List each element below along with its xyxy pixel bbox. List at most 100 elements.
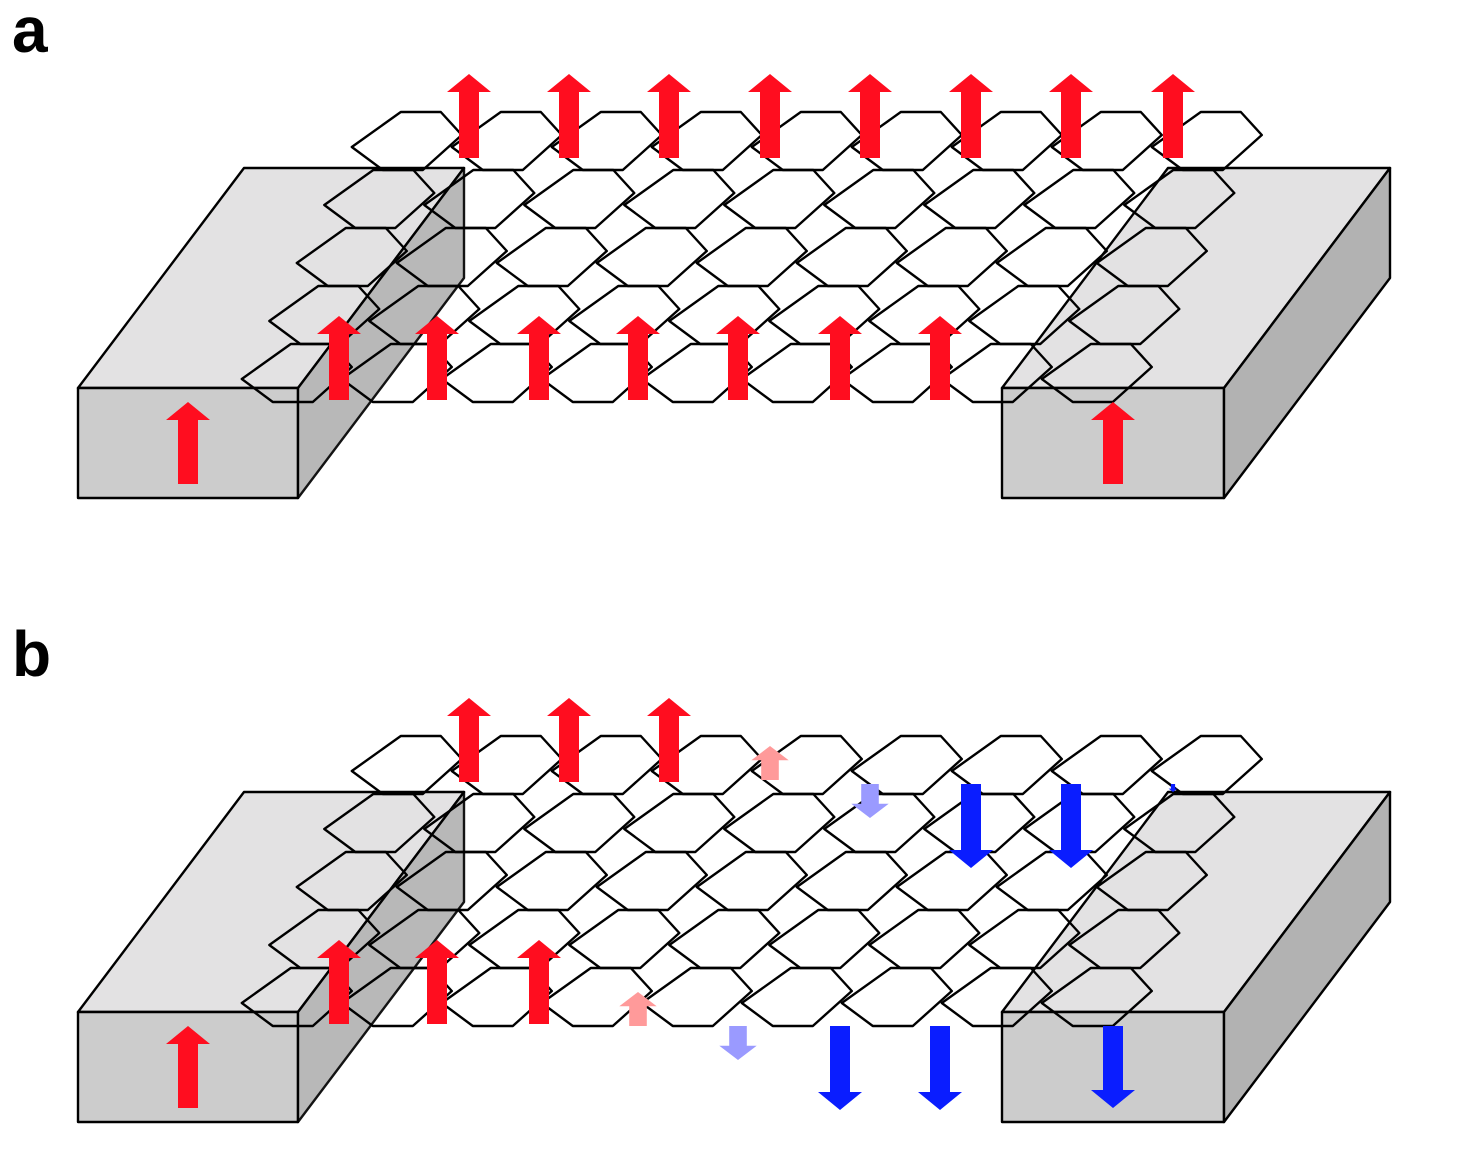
hexagon-cell: [995, 850, 1109, 912]
hexagon-cell: [968, 284, 1081, 346]
hexagon-cell: [323, 168, 436, 230]
front-row-spin-arrow: [619, 992, 657, 1026]
hexagon-cell: [950, 734, 1064, 796]
hexagon-cell: [750, 734, 863, 796]
front-row-spin-arrow: [818, 316, 862, 400]
hexagon-cell: [623, 168, 736, 230]
hexagon-cell: [1068, 284, 1181, 346]
hexagon-cell: [240, 342, 353, 404]
hexagon-cell: [340, 342, 453, 404]
hexagon-cell: [268, 284, 381, 346]
hexagon-cell: [695, 850, 808, 912]
hexagon-cell: [268, 908, 381, 970]
hexagon-cell: [1023, 168, 1136, 230]
hexagon-cell: [850, 734, 963, 796]
hexagon-cell: [768, 284, 881, 346]
back-row-spin-arrow: [748, 74, 792, 158]
hexagon-cell: [640, 342, 753, 404]
hexagon-cell: [940, 342, 1054, 404]
right-lead-side-face: [1222, 790, 1392, 1124]
back-row-spin-arrow: [851, 784, 889, 818]
hexagon-cell: [1150, 110, 1264, 172]
hexagon-cell: [1068, 908, 1181, 970]
hexagon-cell: [840, 342, 953, 404]
left-lead-side-face: [296, 166, 466, 500]
front-row-spin-arrow: [918, 1026, 962, 1110]
hexagon-cell: [295, 850, 408, 912]
hexagon-cell: [368, 908, 481, 970]
right-lead-magnetization-arrow: [1091, 402, 1135, 484]
back-row-spin-arrow: [1168, 784, 1178, 792]
hexagon-cell: [840, 966, 953, 1028]
graphene-lattice: [240, 110, 1264, 404]
back-row-spin-arrow: [1049, 74, 1093, 158]
left-lead-side-face: [296, 790, 466, 1124]
hexagon-cell: [595, 226, 708, 288]
hexagon-cell: [823, 792, 936, 854]
back-row-spin-arrow: [949, 784, 993, 868]
hexagon-cell: [495, 226, 608, 288]
hexagon-cell: [723, 168, 836, 230]
left-lead-magnetization-arrow: [166, 402, 210, 484]
front-row-spin-arrow: [517, 316, 561, 400]
hexagon-cell: [323, 792, 436, 854]
back-row-spin-arrow: [751, 746, 789, 780]
right-ferromagnetic-lead: [1000, 166, 1392, 500]
back-row-spin-arrow: [447, 698, 491, 782]
front-row-spin-arrow: [317, 316, 361, 400]
hexagon-cell: [740, 966, 853, 1028]
hexagon-cell: [895, 226, 1008, 288]
front-row-spin-arrow: [918, 316, 962, 400]
back-row-spin-arrow: [949, 74, 993, 158]
front-row-spin-arrow: [716, 316, 760, 400]
panel-b: [76, 698, 1392, 1124]
panel-a: [76, 74, 1392, 500]
hexagon-cell: [523, 168, 636, 230]
right-lead-magnetization-arrow: [1091, 1026, 1135, 1108]
hexagon-cell: [823, 168, 936, 230]
hexagon-cell: [1040, 966, 1154, 1028]
hexagon-cell: [395, 850, 508, 912]
hexagon-cell: [423, 792, 536, 854]
back-row-spin-arrow: [447, 74, 491, 158]
hexagon-cell: [995, 226, 1109, 288]
front-row-spin-arrow: [317, 940, 361, 1024]
hexagon-cell: [240, 966, 353, 1028]
hexagon-cell: [668, 284, 781, 346]
back-row-spin-arrow: [1049, 784, 1093, 868]
right-lead-side-face: [1222, 166, 1392, 500]
hexagon-cell: [1050, 110, 1164, 172]
graphene-lattice: [240, 734, 1264, 1028]
front-row-spin-arrow: [415, 940, 459, 1024]
hexagon-cell: [1123, 792, 1236, 854]
back-row-spin-arrow: [1151, 74, 1195, 158]
left-ferromagnetic-lead: [76, 166, 466, 500]
hexagon-cell: [923, 168, 1036, 230]
spin-arrows: [166, 74, 1195, 484]
hexagon-cell: [623, 792, 736, 854]
hexagon-cell: [940, 966, 1054, 1028]
hexagon-cell: [368, 284, 481, 346]
hexagon-cell: [1123, 168, 1236, 230]
front-row-spin-arrow: [517, 940, 561, 1024]
hexagon-cell: [768, 908, 881, 970]
hexagon-cell: [495, 850, 608, 912]
hexagon-cell: [440, 966, 553, 1028]
spin-arrows: [166, 698, 1178, 1110]
hexagon-cell: [868, 284, 981, 346]
back-row-spin-arrow: [848, 74, 892, 158]
hexagon-cell: [350, 110, 463, 172]
hexagon-cell: [723, 792, 836, 854]
hexagon-cell: [640, 966, 753, 1028]
hexagon-cell: [523, 792, 636, 854]
hexagon-cell: [395, 226, 508, 288]
hexagon-cell: [350, 734, 463, 796]
front-row-spin-arrow: [616, 316, 660, 400]
front-row-spin-arrow: [415, 316, 459, 400]
panel-b-label: b: [12, 618, 52, 690]
hexagon-cell: [1150, 734, 1264, 796]
hexagon-cell: [440, 342, 553, 404]
panel-a-label: a: [12, 0, 48, 66]
back-row-spin-arrow: [647, 698, 691, 782]
